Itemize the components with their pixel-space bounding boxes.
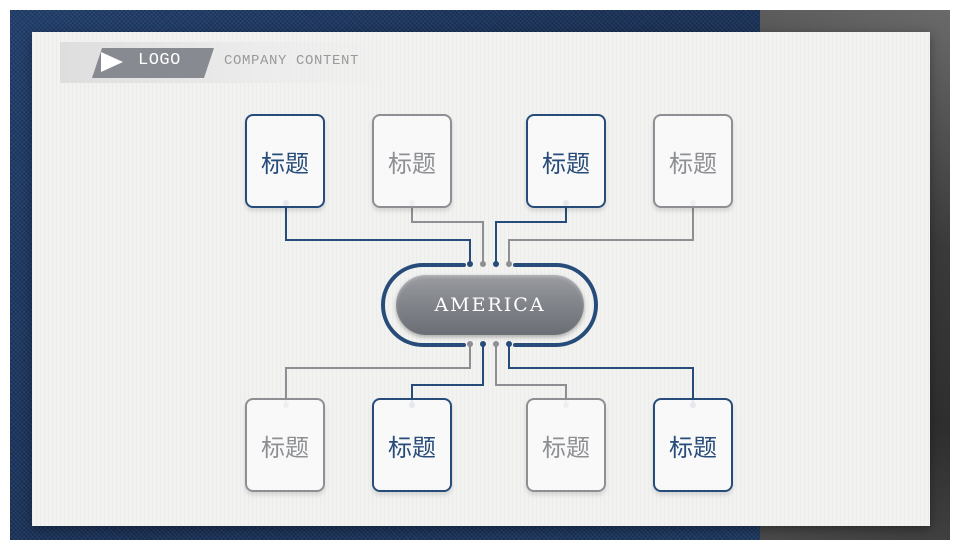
dot-hub-top-4 (506, 261, 512, 267)
connector-bottom-4 (508, 344, 694, 405)
connector-top-4 (508, 203, 694, 264)
company-label: COMPANY CONTENT (224, 53, 360, 69)
connector-top-3 (495, 203, 567, 264)
hub-ring-right (513, 263, 598, 347)
bottom-box-2: 标题 (372, 398, 452, 492)
connector-top-2 (411, 203, 484, 264)
dot-hub-bottom-2 (480, 341, 486, 347)
paper-card (32, 32, 930, 526)
hub-ring (381, 263, 598, 347)
dot-hub-top-3 (493, 261, 499, 267)
dot-hub-bottom-3 (493, 341, 499, 347)
logo-label: LOGO (138, 51, 181, 70)
bottom-box-4: 标题 (653, 398, 733, 492)
dot-hub-top-2 (480, 261, 486, 267)
play-icon (101, 52, 123, 72)
bottom-box-1: 标题 (245, 398, 325, 492)
top-box-4: 标题 (653, 114, 733, 208)
connector-top-1 (285, 203, 471, 264)
top-box-3: 标题 (526, 114, 606, 208)
dot-hub-bottom-1 (467, 341, 473, 347)
hub-label: AMERICA (434, 294, 546, 316)
dot-hub-bottom-4 (506, 341, 512, 347)
connector-bottom-2 (411, 344, 484, 405)
bottom-box-3: 标题 (526, 398, 606, 492)
connector-bottom-1 (285, 344, 471, 405)
connector-bottom-3 (495, 344, 567, 405)
hub-ring-left (381, 263, 466, 347)
dot-hub-top-1 (467, 261, 473, 267)
top-box-1: 标题 (245, 114, 325, 208)
hub-node (396, 275, 584, 335)
top-box-2: 标题 (372, 114, 452, 208)
